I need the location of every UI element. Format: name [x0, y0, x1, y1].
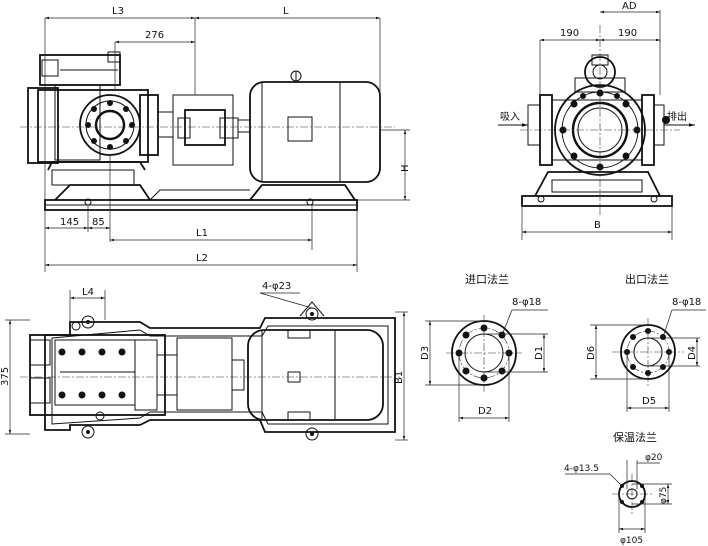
heating-flange-title: 保温法兰 [613, 430, 657, 444]
dim-D1: D1 [534, 346, 545, 360]
plan-pump [29, 321, 178, 421]
outlet-flange-detail: 出口法兰 8-φ18 D6 D4 D5 [586, 272, 706, 412]
dim-D4: D4 [687, 346, 698, 360]
front-pump-body [27, 51, 174, 186]
dim-375: 375 [0, 367, 11, 386]
dim-plan-holes: 4-φ23 [262, 281, 291, 292]
dim-B: B [594, 220, 601, 231]
inlet-flange-detail: 进口法兰 8-φ18 D3 D1 D2 [420, 272, 548, 422]
dim-heat-bolts: 4-φ13.5 [564, 464, 599, 474]
dim-B1: B1 [394, 371, 405, 384]
side-pump-body [527, 54, 670, 176]
dim-L2: L2 [196, 253, 208, 264]
plan-base [44, 301, 396, 441]
dim-heat-20: φ20 [645, 453, 663, 463]
dim-side-190-right: 190 [618, 28, 637, 39]
front-motor [237, 70, 381, 183]
dim-D2: D2 [478, 406, 492, 417]
inlet-label: 吸入 [500, 112, 520, 123]
inlet-flange-title: 进口法兰 [465, 272, 509, 286]
dim-L3: L3 [112, 6, 124, 17]
outlet-label: 排出 [667, 110, 687, 123]
front-coupling [172, 94, 239, 166]
front-view: L3 L 276 H 145 85 L1 L2 [20, 6, 411, 272]
plan-coupling [176, 337, 245, 411]
dim-85: 85 [92, 217, 105, 228]
dim-inlet-bolts: 8-φ18 [512, 297, 541, 308]
dim-heat-105: φ105 [620, 536, 643, 546]
dim-L: L [283, 6, 289, 17]
front-base-plate [44, 184, 358, 211]
dim-outlet-bolts: 8-φ18 [672, 297, 701, 308]
dim-side-190-left: 190 [560, 28, 579, 39]
dim-D5: D5 [642, 396, 656, 407]
outlet-flange-title: 出口法兰 [625, 272, 669, 286]
dim-D3: D3 [420, 346, 431, 360]
dim-H: H [400, 164, 411, 172]
dim-L4: L4 [82, 287, 94, 298]
side-base [521, 171, 673, 207]
dim-145: 145 [60, 217, 79, 228]
side-dimensions: 190 190 AD B [521, 1, 673, 240]
plan-view: L4 4-φ23 375 B1 [0, 281, 408, 441]
dim-276: 276 [145, 30, 164, 41]
heating-flange-detail: 保温法兰 φ20 4-φ13.5 φ75 φ105 [564, 430, 672, 546]
front-dimensions: L3 L 276 H 145 85 L1 L2 [44, 6, 411, 272]
dim-D6: D6 [586, 346, 597, 360]
plan-dimensions: L4 4-φ23 375 B1 [0, 281, 408, 441]
dim-L1: L1 [196, 228, 208, 239]
dim-AD: AD [622, 1, 637, 12]
side-view: 吸入 排出 190 190 AD B [498, 1, 695, 240]
dim-heat-75: φ75 [659, 487, 669, 504]
plan-motor [247, 329, 384, 421]
